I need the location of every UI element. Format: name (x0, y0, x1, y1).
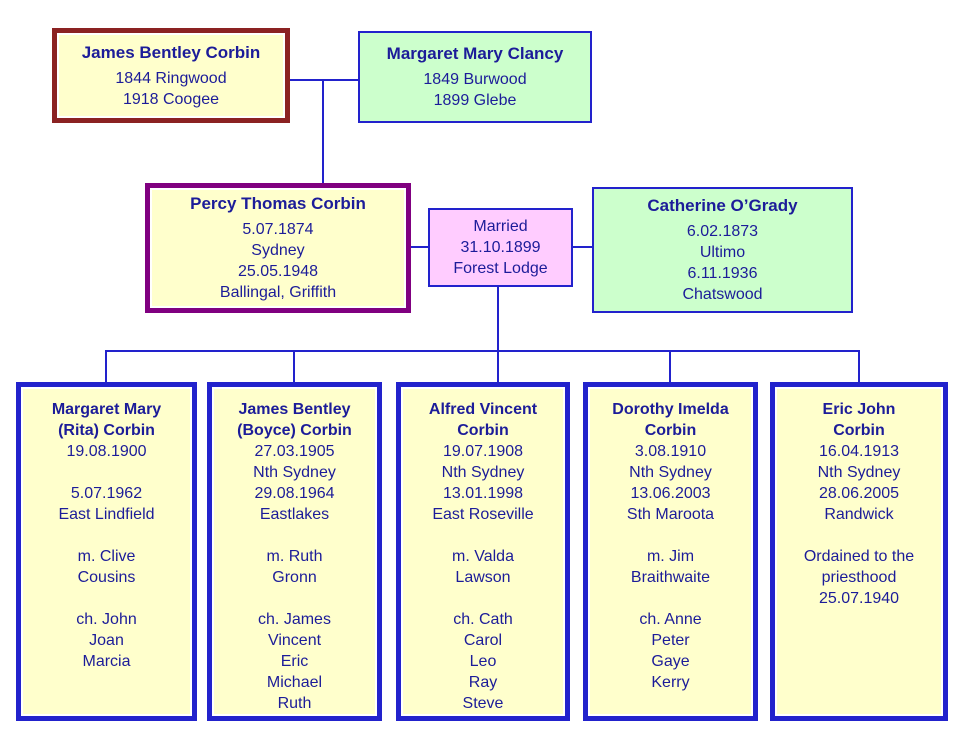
person-name: Dorothy Imelda Corbin (612, 401, 729, 439)
person-name: Margaret Mary (Rita) Corbin (51, 401, 162, 439)
person-box-dorothy-imelda-corbin: Dorothy Imelda Corbin 3.08.1910 Nth Sydn… (583, 382, 758, 721)
person-name: James Bentley (Boyce) Corbin (237, 401, 352, 439)
marriage-box: Married 31.10.1899 Forest Lodge (428, 208, 573, 287)
person-box-alfred-vincent-corbin: Alfred Vincent Corbin 19.07.1908 Nth Syd… (396, 382, 570, 721)
connector-grandparents-to-percy (322, 79, 324, 183)
person-name: Eric John Corbin (822, 401, 896, 439)
person-box-percy-thomas-corbin: Percy Thomas Corbin 5.07.1874 Sydney 25.… (145, 183, 411, 313)
connector-child-1-drop (105, 350, 107, 382)
person-details: 6.02.1873 Ultimo 6.11.1936 Chatswood (682, 223, 763, 303)
person-box-eric-john-corbin: Eric John Corbin 16.04.1913 Nth Sydney 2… (770, 382, 948, 721)
person-details: 19.07.1908 Nth Sydney 13.01.1998 East Ro… (432, 443, 534, 712)
person-box-margaret-mary-rita-corbin: Margaret Mary (Rita) Corbin 19.08.1900 5… (16, 382, 197, 721)
person-name: Margaret Mary Clancy (386, 44, 564, 63)
marriage-details: Married 31.10.1899 Forest Lodge (453, 218, 548, 277)
person-details: 1849 Burwood 1899 Glebe (423, 71, 527, 109)
connector-child-5-drop (858, 350, 860, 382)
connector-child-2-drop (293, 350, 295, 382)
person-details: 5.07.1874 Sydney 25.05.1948 Ballingal, G… (219, 221, 337, 301)
person-name: Catherine O’Grady (647, 196, 798, 215)
person-box-margaret-mary-clancy: Margaret Mary Clancy 1849 Burwood 1899 G… (358, 31, 592, 123)
person-details: 19.08.1900 5.07.1962 East Lindfield m. C… (58, 443, 155, 670)
connector-grandparents-horizontal (290, 79, 358, 81)
connector-percy-to-marriage (411, 246, 428, 248)
person-details: 1844 Ringwood 1918 Coogee (115, 69, 227, 108)
person-name: James Bentley Corbin (81, 42, 261, 62)
person-box-james-bentley-corbin: James Bentley Corbin 1844 Ringwood 1918 … (52, 28, 290, 123)
person-box-james-bentley-boyce-corbin: James Bentley (Boyce) Corbin 27.03.1905 … (207, 382, 382, 721)
person-name: Alfred Vincent Corbin (428, 401, 538, 439)
connector-marriage-to-catherine (573, 246, 592, 248)
connector-marriage-to-children (497, 287, 499, 382)
person-details: 3.08.1910 Nth Sydney 13.06.2003 Sth Maro… (626, 443, 715, 691)
person-details: 27.03.1905 Nth Sydney 29.08.1964 Eastlak… (253, 443, 336, 712)
person-details: 16.04.1913 Nth Sydney 28.06.2005 Randwic… (803, 443, 915, 607)
connector-child-4-drop (669, 350, 671, 382)
connector-children-bus (105, 350, 860, 352)
person-name: Percy Thomas Corbin (190, 194, 366, 213)
person-box-catherine-ogrady: Catherine O’Grady 6.02.1873 Ultimo 6.11.… (592, 187, 853, 313)
